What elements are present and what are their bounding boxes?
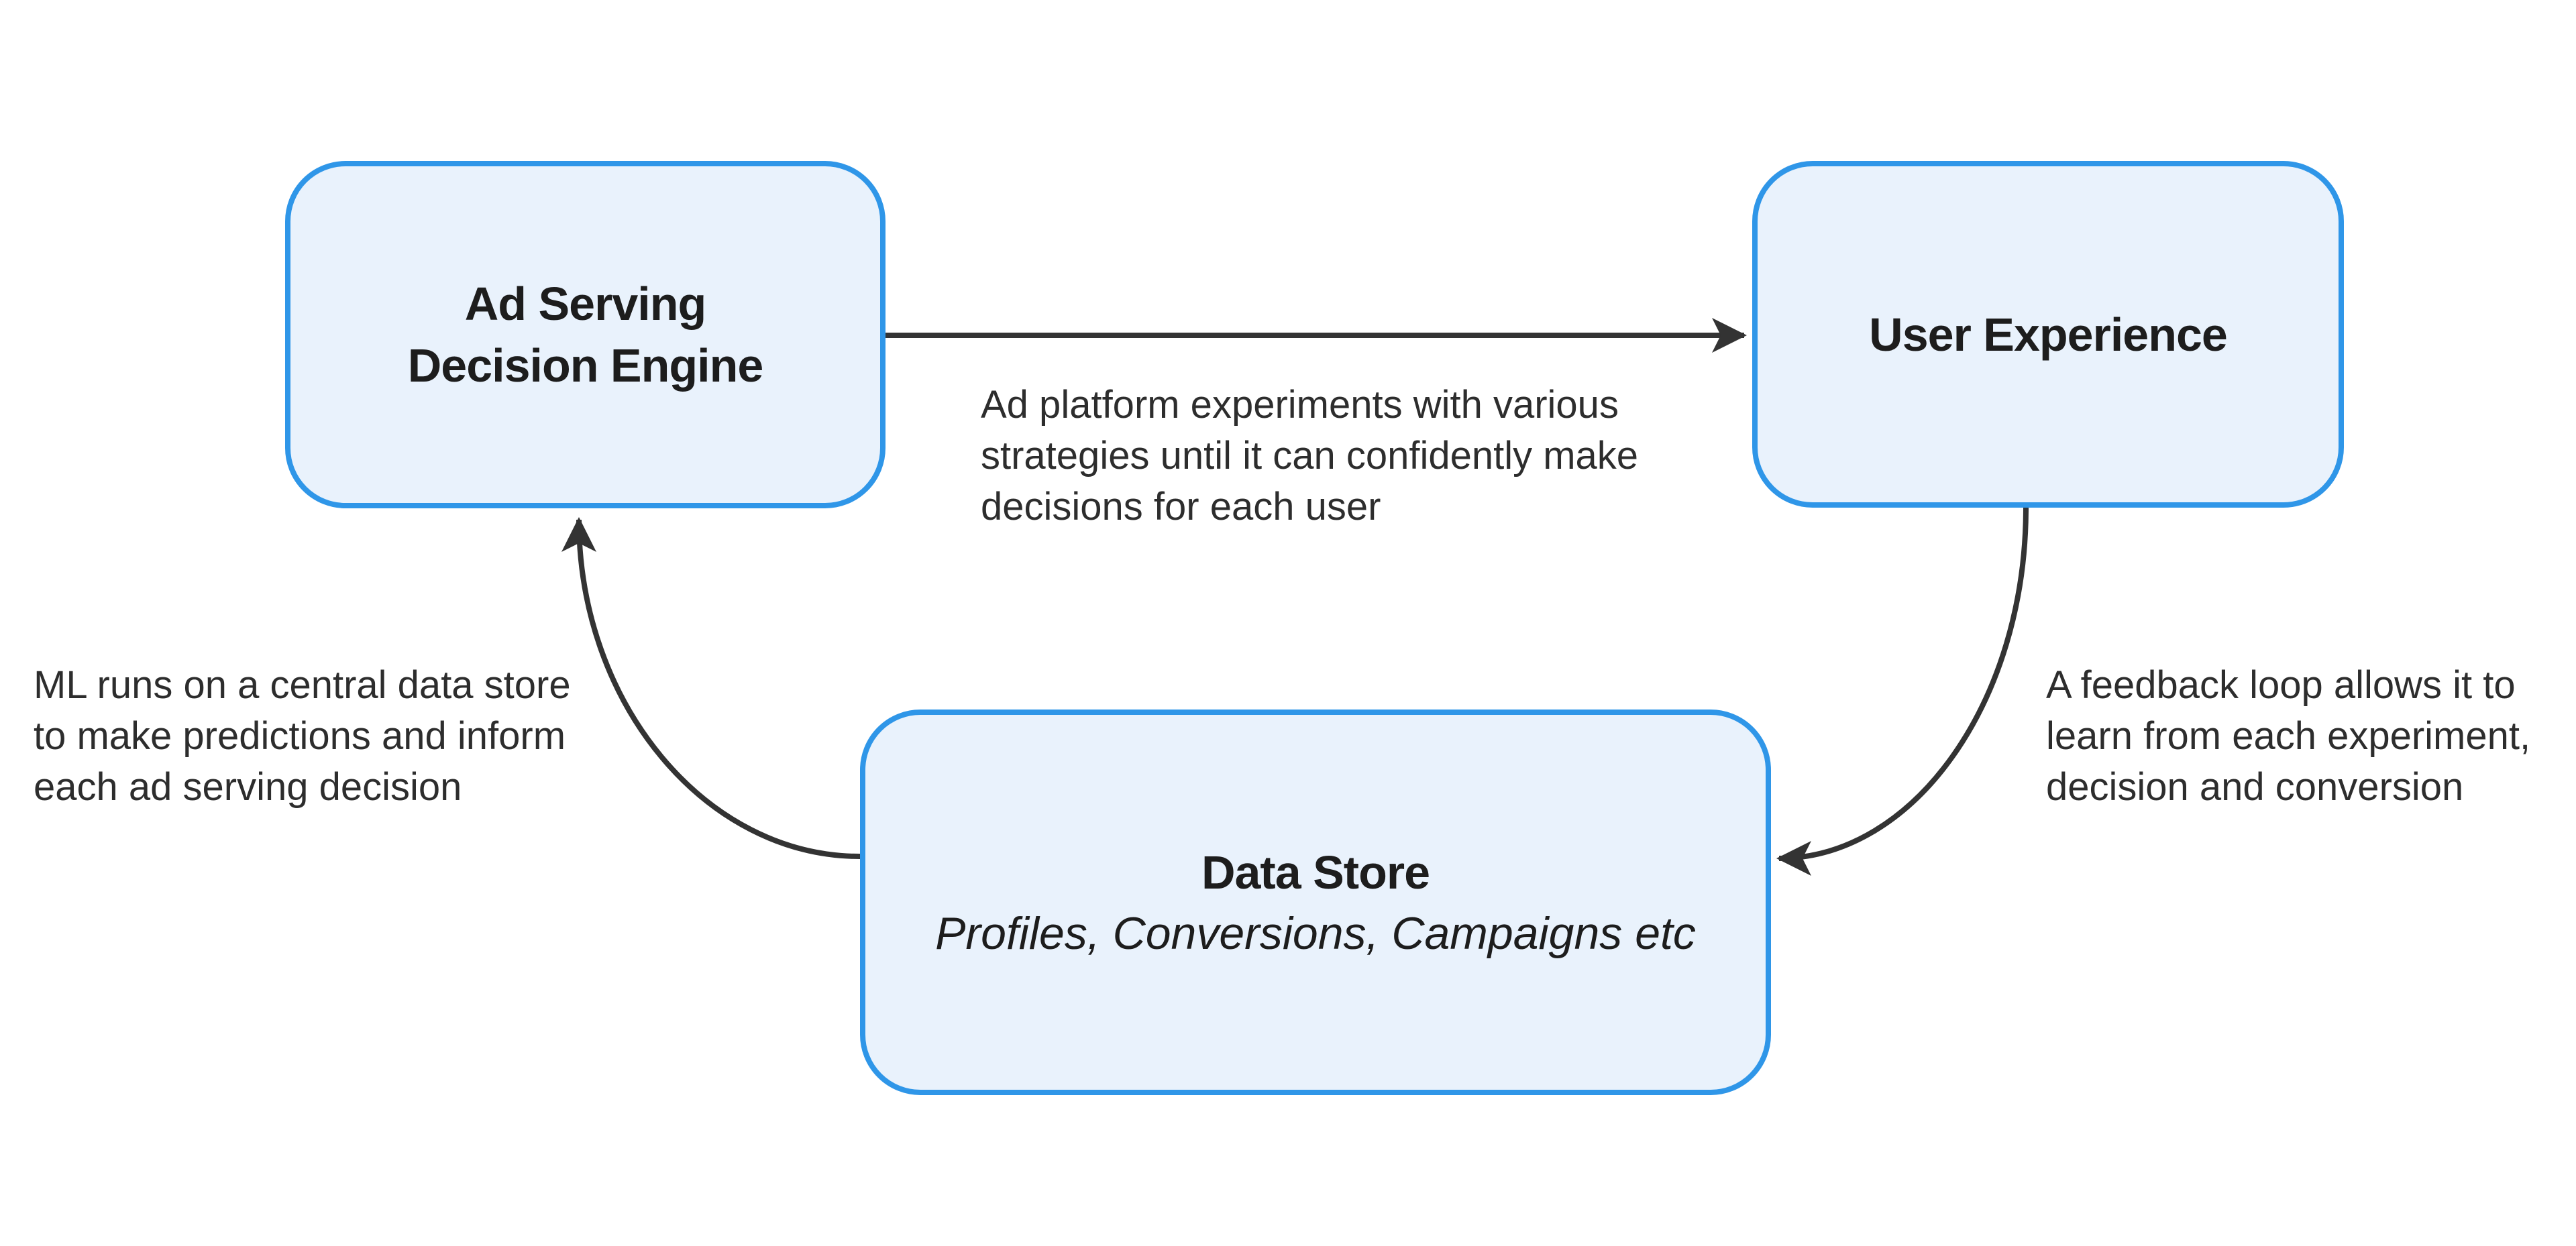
annotation-line: learn from each experiment,: [2046, 714, 2531, 758]
annotation-line: each ad serving decision: [34, 765, 462, 809]
node-ad-serving-decision-engine: Ad Serving Decision Engine: [285, 161, 885, 508]
annotation-ml-predictions: ML runs on a central data store to make …: [34, 660, 571, 813]
annotation-line: ML runs on a central data store: [34, 663, 571, 707]
node-title: Decision Engine: [407, 339, 764, 392]
node-data-store: Data Store Profiles, Conversions, Campai…: [860, 710, 1771, 1095]
edge-experience-to-datastore-arrow: [1776, 507, 2029, 876]
node-subtitle: Profiles, Conversions, Campaigns etc: [935, 907, 1696, 959]
annotation-feedback-loop: A feedback loop allows it to learn from …: [2046, 660, 2530, 813]
node-title: Data Store: [1201, 846, 1430, 899]
annotation-line: decisions for each user: [981, 485, 1381, 528]
annotation-line: to make predictions and inform: [34, 714, 566, 758]
edge-datastore-to-serving-arrow: [561, 517, 861, 859]
annotation-line: A feedback loop allows it to: [2046, 663, 2516, 707]
node-title: Ad Serving: [464, 278, 707, 330]
annotation-experiment-strategies: Ad platform experiments with various str…: [981, 380, 1638, 532]
annotation-line: strategies until it can confidently make: [981, 434, 1639, 477]
annotation-line: Ad platform experiments with various: [981, 383, 1619, 427]
node-user-experience: User Experience: [1752, 161, 2344, 508]
annotation-line: decision and conversion: [2046, 765, 2464, 809]
node-title: User Experience: [1869, 308, 2228, 361]
